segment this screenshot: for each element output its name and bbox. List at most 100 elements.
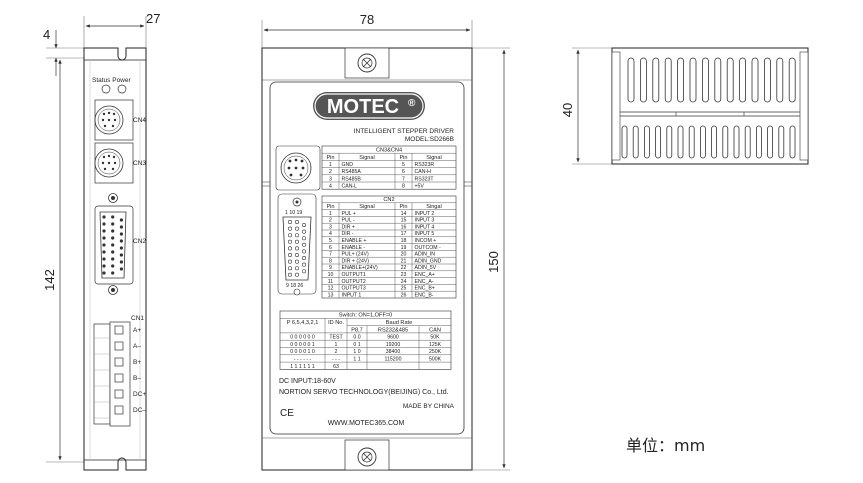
table-cell: - - - — [332, 357, 340, 363]
table-cell: 2 — [329, 218, 332, 224]
heatsink-fin — [689, 57, 697, 103]
table-cell: 250K — [429, 349, 442, 355]
heatsink-fin — [714, 57, 722, 103]
status-power-label: Status Power — [92, 77, 131, 84]
table-cell: 1 0 — [353, 349, 360, 355]
table-header: ID No. — [328, 320, 344, 326]
dsub-pin — [294, 226, 299, 231]
heatsink-fin — [778, 125, 785, 159]
table-cell: CAN-H — [415, 169, 432, 175]
table-cell: 17 — [401, 231, 407, 237]
table-cell: 63 — [333, 364, 339, 370]
table-header: Pin — [399, 155, 407, 161]
dsub-pin — [102, 215, 106, 219]
dsub-pin — [294, 253, 299, 258]
heatsink-fin — [744, 125, 751, 159]
table-cell: - - - - - - — [294, 357, 312, 363]
ce-mark: CE — [280, 408, 294, 419]
dsub-pin — [287, 233, 292, 238]
dsub-pin — [301, 269, 306, 274]
dsub-pin — [119, 260, 123, 264]
table-cell: ADIN_5V — [415, 265, 437, 271]
dsub-pin — [287, 220, 292, 225]
table-cell: 500K — [429, 357, 442, 363]
dsub-pin — [287, 259, 292, 264]
terminal-label: DC– — [133, 407, 146, 414]
dsub-pin — [287, 272, 292, 277]
table-cell: 50K — [430, 335, 440, 341]
terminal-screw-icon — [114, 373, 124, 383]
table-cell: 19 — [401, 245, 407, 251]
heatsink-fin — [677, 125, 684, 159]
table-cell: 2 — [329, 169, 332, 175]
table-cell: 18 — [401, 238, 407, 244]
dsub-pin — [287, 266, 292, 271]
table-cell: 3 — [329, 224, 332, 230]
table-cell: INPUT 1 — [342, 292, 362, 298]
table-cell: ADIN_IN — [415, 252, 436, 258]
table-cell: OUTPUT2 — [342, 279, 366, 285]
table-title: CN3&CN4 — [376, 148, 402, 154]
heatsink-fin — [733, 125, 740, 159]
front-view: 78 150 MOTEC ® INTELLIGENT STEPPER DRIV — [261, 12, 510, 471]
side-top-dim: 4 — [43, 27, 50, 42]
logo-text: MOTEC — [327, 96, 399, 118]
table-cell: 25 — [401, 286, 407, 292]
side-view: 27 4 142 Status Power CN4 — [42, 11, 160, 471]
dsub-pin — [287, 246, 292, 251]
dsub-pin — [301, 236, 306, 241]
cn1-label: CN1 — [131, 315, 144, 322]
dsub-pin — [119, 239, 123, 243]
table-header: P8,7 — [351, 327, 363, 333]
dsub-pin — [301, 255, 306, 260]
dsub-pin — [301, 229, 306, 234]
heatsink-fin — [702, 57, 709, 103]
dsub-pin — [301, 249, 306, 254]
table-cell: GND — [342, 162, 354, 168]
made-in: MADE BY CHINA — [403, 403, 455, 410]
table-cell: 38400 — [386, 349, 401, 355]
dsub-pin — [294, 233, 299, 238]
front-height-dim: 150 — [486, 251, 501, 273]
dsub-pin — [287, 239, 292, 244]
dsub-pin — [301, 223, 306, 228]
terminal-label: B– — [133, 375, 141, 382]
dsub-pin — [119, 253, 123, 257]
table-header: P 6,5,4,3,2,1 — [287, 320, 319, 326]
dsub-pin — [294, 220, 299, 225]
table-cell: 5 — [329, 238, 332, 244]
table-cell: 115200 — [385, 357, 402, 363]
table-cell: ENC_A+ — [415, 272, 435, 278]
dsub-pin-top-label: 1 10 19 — [285, 210, 302, 216]
dsub-pin — [119, 232, 123, 236]
heatsink-fin — [776, 57, 784, 103]
dc-input: DC INPUT:18-60V — [279, 378, 336, 385]
table-cell: 0 0 0 0 1 0 — [290, 349, 315, 355]
table-header: Signal — [359, 155, 375, 161]
dsub-pin — [102, 222, 106, 226]
cn4-label: CN4 — [133, 117, 146, 124]
table-cell: 13 — [328, 292, 334, 298]
table-cell: OUTPUT3 — [342, 286, 366, 292]
dsub-pin — [102, 271, 106, 275]
dsub-pin — [301, 242, 306, 247]
table-cell: PUL - — [342, 218, 355, 224]
table-cell: 14 — [401, 211, 407, 217]
table-cell: ENC_B+ — [415, 286, 435, 292]
table-header: RS232&485 — [378, 327, 408, 333]
dsub-pin-bottom-label: 9 18 26 — [286, 283, 303, 289]
heatsink-fin — [764, 57, 771, 103]
terminal-screw-icon — [114, 357, 124, 367]
table-cell: RS485B — [342, 176, 362, 182]
heatsink-fin — [788, 57, 796, 103]
table-cell: PUL + — [342, 211, 356, 217]
table-cell: 10 — [328, 272, 334, 278]
dsub-pin — [111, 215, 115, 219]
heatsink-fin — [756, 125, 762, 159]
table-cell: ENC_A- — [415, 279, 434, 285]
dsub-pin — [111, 222, 115, 226]
terminal-screw-icon — [114, 405, 124, 415]
table-cell: ADIN_GND — [415, 258, 442, 264]
dsub-pin — [119, 225, 123, 229]
